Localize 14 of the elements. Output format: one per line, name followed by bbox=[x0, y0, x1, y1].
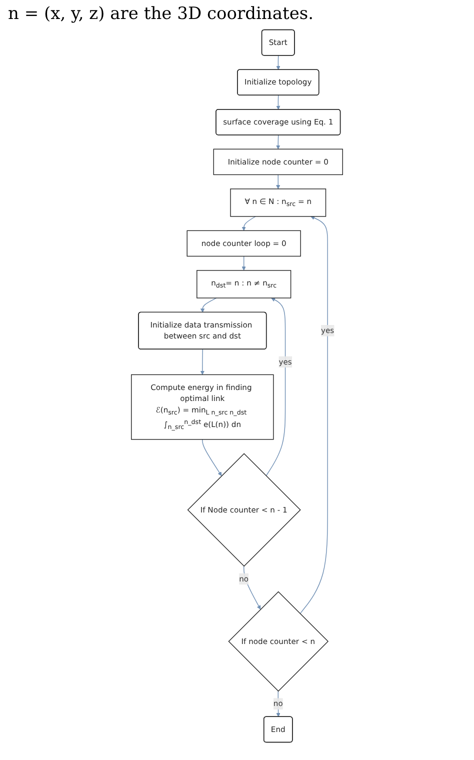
arrow bbox=[242, 256, 246, 271]
arrow bbox=[276, 55, 280, 70]
arrow bbox=[300, 216, 328, 614]
arrow bbox=[266, 298, 286, 476]
arrow bbox=[276, 690, 280, 718]
arrow bbox=[202, 439, 222, 476]
arrow bbox=[276, 134, 280, 150]
arrow bbox=[244, 566, 261, 610]
arrow bbox=[200, 298, 217, 313]
arrow bbox=[242, 216, 256, 231]
arrow bbox=[276, 95, 280, 110]
arrow bbox=[200, 349, 204, 375]
note-text: n = (x, y, z) are the 3D coordinates. bbox=[8, 4, 314, 24]
arrow bbox=[276, 174, 280, 190]
